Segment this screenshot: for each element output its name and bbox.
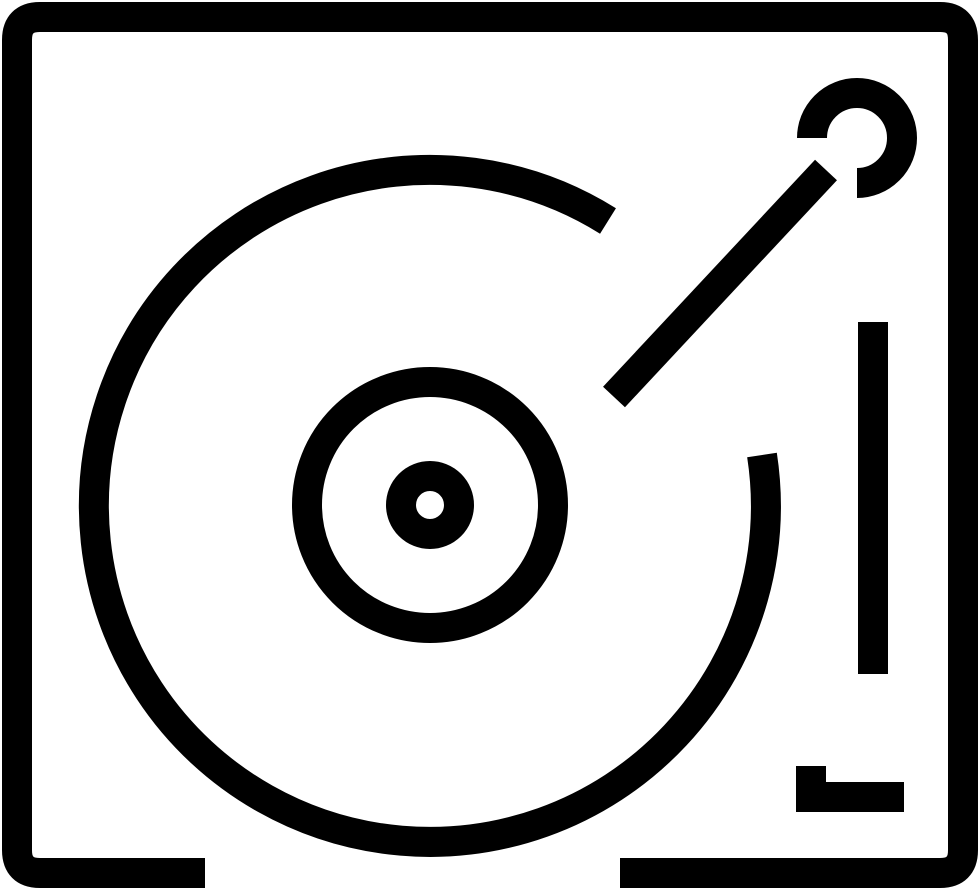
record-outer-arc (78, 154, 781, 857)
record-label-ring (292, 367, 568, 643)
tonearm-pivot (797, 78, 917, 198)
spindle-ring (386, 461, 474, 549)
start-button-mark (796, 766, 904, 812)
pitch-slider-bar (858, 322, 888, 674)
tonearm (603, 159, 837, 408)
